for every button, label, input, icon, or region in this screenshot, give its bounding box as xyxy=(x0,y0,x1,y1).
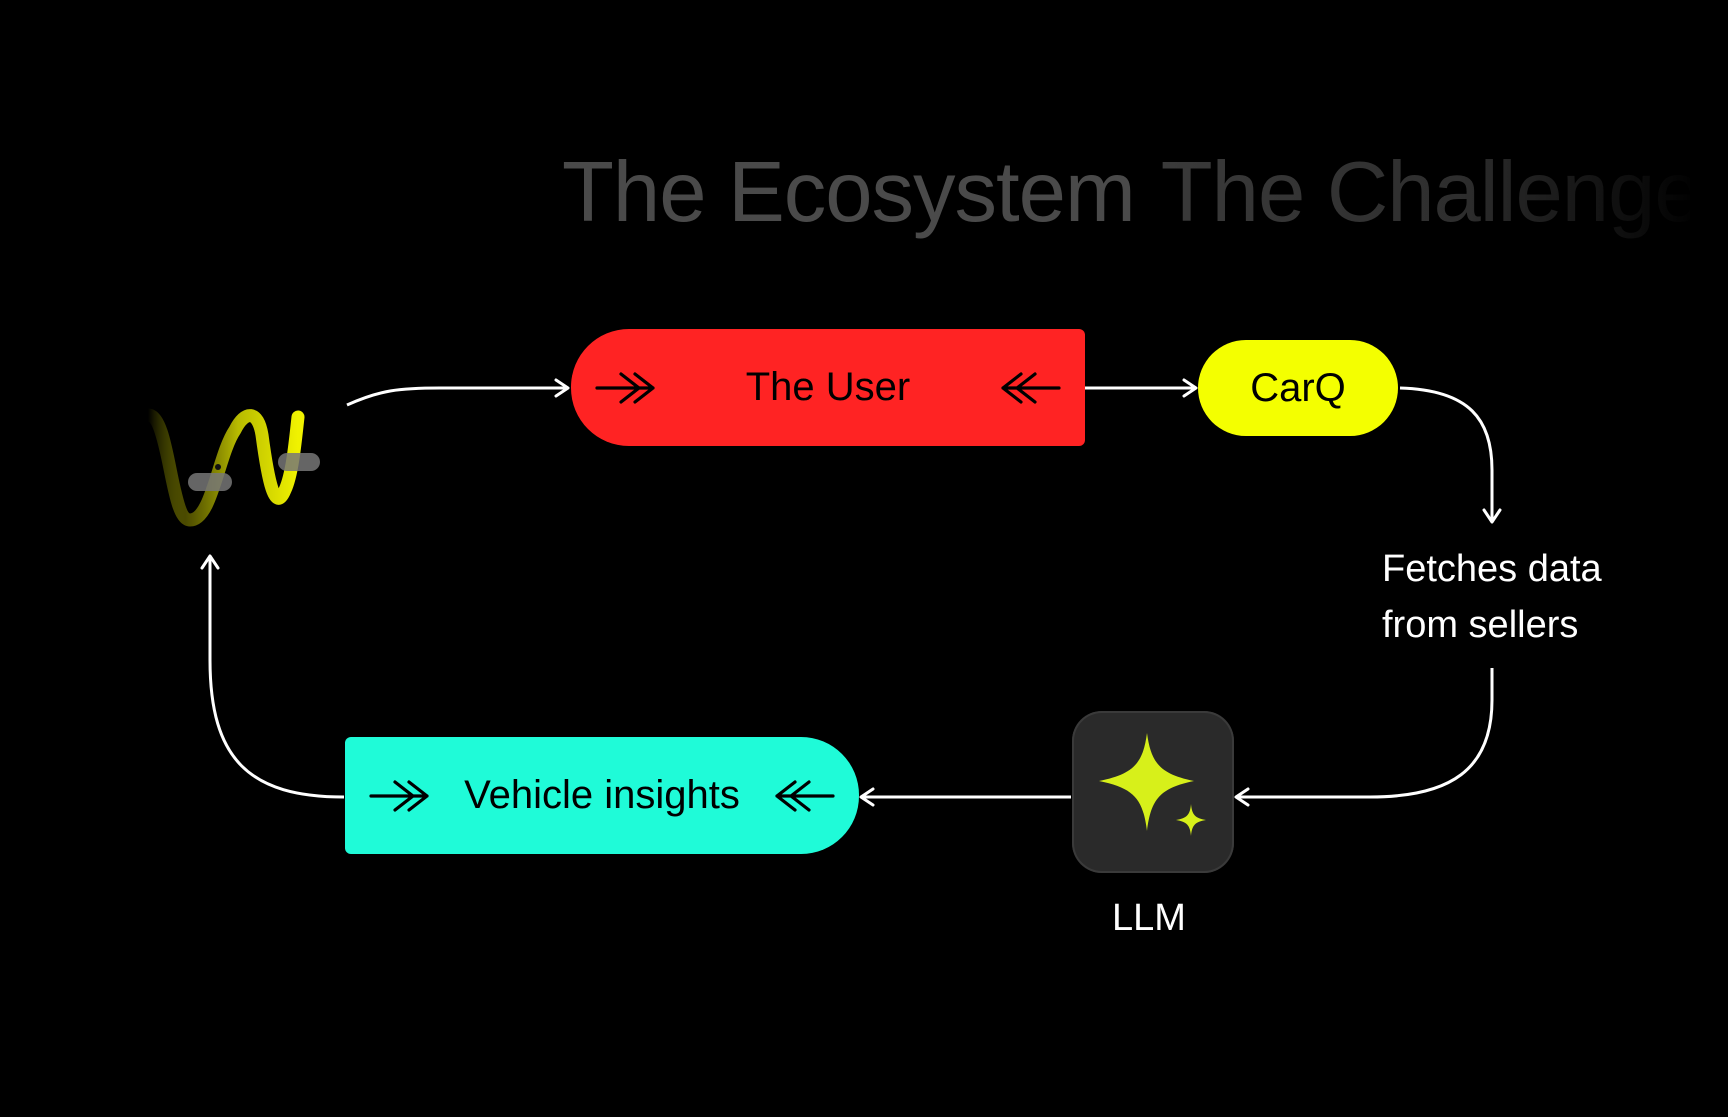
tab-challenge[interactable]: The Challenge xyxy=(1161,145,1690,240)
llm-caption: LLM xyxy=(1112,897,1186,939)
fetch-caption: Fetches data from sellers xyxy=(1382,541,1682,653)
double-chevron-left-icon xyxy=(775,779,835,812)
fetch-caption-line2: from sellers xyxy=(1382,604,1579,646)
arrow-insights-to-logo xyxy=(200,554,345,799)
arrow-fetch-to-llm xyxy=(1234,668,1494,807)
double-chevron-right-icon xyxy=(595,371,655,404)
sparkle-icon xyxy=(1099,733,1206,836)
brand-logo-icon xyxy=(141,408,320,527)
node-user-label: The User xyxy=(745,365,911,409)
title-bar: The Ecosystem The Challenge xyxy=(0,140,1690,260)
node-vehicle-insights[interactable]: Vehicle insights xyxy=(345,737,859,854)
arrow-logo-to-user xyxy=(346,378,570,407)
node-insights-label: Vehicle insights xyxy=(464,773,740,817)
node-carq[interactable]: CarQ xyxy=(1198,340,1398,436)
tab-ecosystem[interactable]: The Ecosystem xyxy=(562,145,1136,240)
node-llm[interactable] xyxy=(1072,711,1234,873)
node-carq-label: CarQ xyxy=(1250,365,1346,410)
arrow-carq-to-fetch xyxy=(1399,386,1502,524)
node-the-user[interactable]: The User xyxy=(571,329,1085,446)
double-chevron-left-icon xyxy=(1001,371,1061,404)
fetch-caption-line1: Fetches data xyxy=(1382,548,1602,590)
double-chevron-right-icon xyxy=(369,779,429,812)
